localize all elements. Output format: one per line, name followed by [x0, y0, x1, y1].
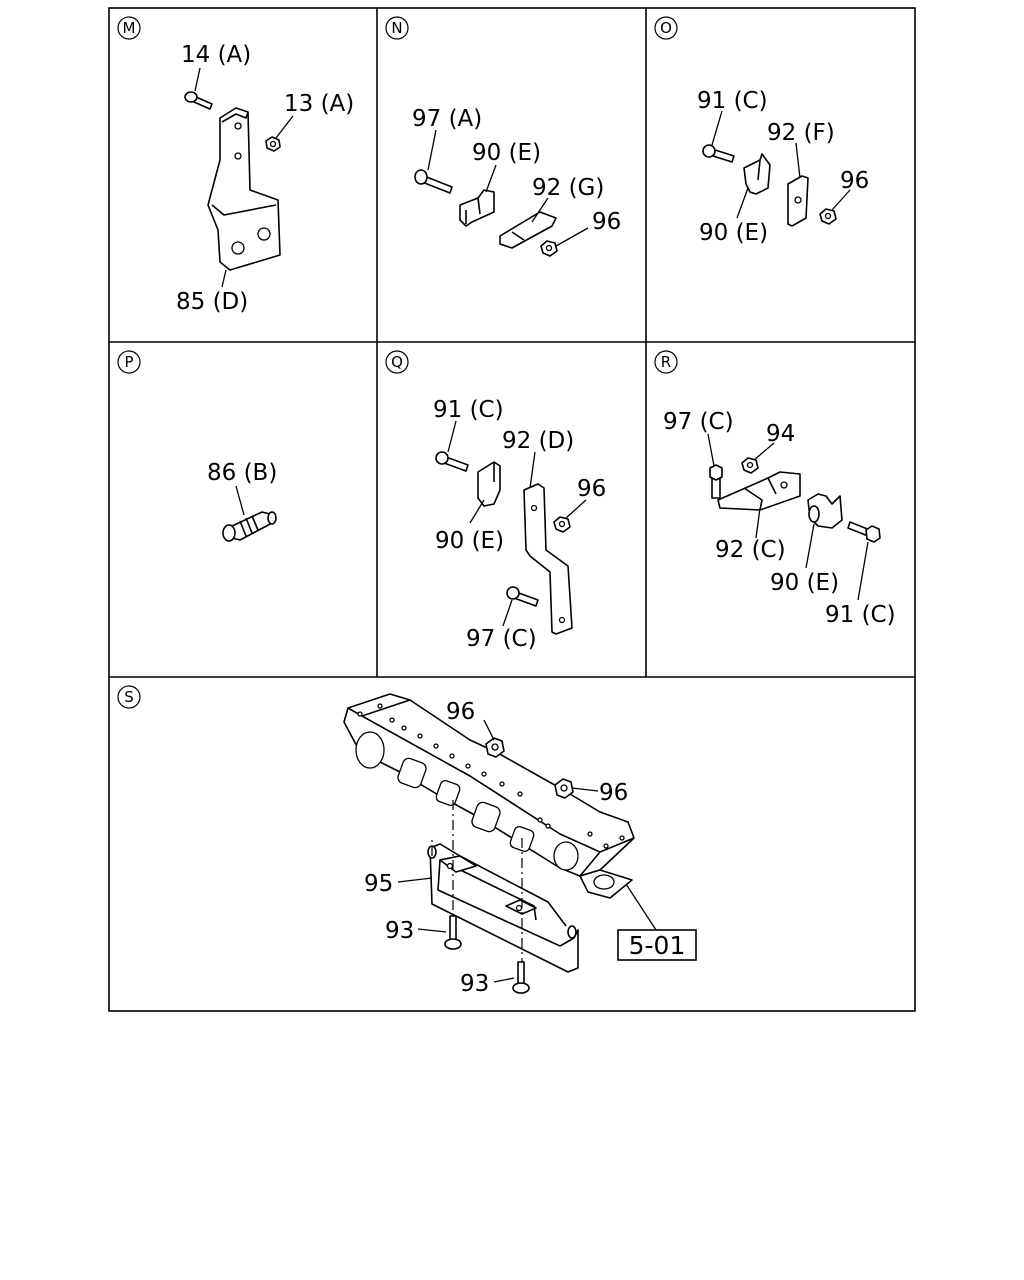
bolt-icon [435, 451, 469, 472]
nut-icon [485, 737, 505, 758]
cross-member-icon [343, 693, 635, 899]
svg-text:96: 96 [592, 209, 621, 235]
svg-text:92 (F): 92 (F) [767, 120, 835, 146]
plate-icon [499, 211, 557, 249]
svg-text:86 (B): 86 (B) [207, 460, 277, 486]
svg-text:92 (G): 92 (G) [532, 175, 604, 201]
svg-text:96: 96 [446, 699, 475, 725]
bolt-icon [444, 915, 462, 950]
svg-text:R: R [661, 353, 671, 371]
bolt-icon [512, 961, 530, 994]
panel-q: 91 (C) 92 (D) 96 90 (E) 97 (C) [433, 397, 606, 652]
nut-icon [265, 136, 281, 152]
svg-text:97 (C): 97 (C) [663, 409, 734, 435]
clip-icon [459, 189, 495, 227]
svg-text:96: 96 [840, 168, 869, 194]
nut-icon [553, 516, 571, 533]
bolt-icon [702, 144, 735, 163]
nut-icon [819, 208, 837, 225]
plate-icon [787, 175, 809, 227]
svg-text:90 (E): 90 (E) [435, 528, 504, 554]
panel-id-q: Q [385, 350, 409, 374]
svg-text:S: S [124, 688, 134, 706]
bracket-92d-icon [523, 483, 573, 635]
svg-text:N: N [391, 19, 402, 37]
nut-icon [554, 778, 574, 799]
svg-text:13 (A): 13 (A) [284, 91, 354, 117]
bolt-icon [506, 586, 539, 607]
svg-text:5-01: 5-01 [629, 931, 686, 960]
svg-text:91 (C): 91 (C) [697, 88, 768, 114]
panel-m: 14 (A) 13 (A) 85 (D) [176, 42, 354, 315]
fitting-86b-icon [222, 511, 277, 542]
clip-icon [477, 461, 501, 507]
svg-text:96: 96 [599, 780, 628, 806]
panel-s: 5-01 96 96 95 93 93 [343, 693, 697, 997]
panel-o: 91 (C) 92 (F) 96 90 (E) [697, 88, 869, 246]
svg-text:93: 93 [385, 918, 414, 944]
svg-text:M: M [123, 19, 136, 37]
bolt-icon [414, 169, 453, 194]
svg-text:94: 94 [766, 421, 795, 447]
svg-text:O: O [660, 19, 672, 37]
svg-text:90 (E): 90 (E) [472, 140, 541, 166]
svg-text:Q: Q [391, 353, 403, 371]
bolt-icon [709, 464, 723, 499]
panel-p: 86 (B) [207, 460, 277, 542]
svg-text:93: 93 [460, 971, 489, 997]
panel-grid [108, 7, 916, 1012]
svg-text:97 (A): 97 (A) [412, 106, 482, 132]
svg-text:91 (C): 91 (C) [433, 397, 504, 423]
bolt-icon [184, 91, 213, 110]
svg-text:92 (C): 92 (C) [715, 537, 786, 563]
svg-text:P: P [124, 353, 133, 371]
bracket-92c-icon [717, 471, 801, 511]
panel-id-n: N [385, 16, 409, 40]
svg-text:96: 96 [577, 476, 606, 502]
reference-box[interactable]: 5-01 [617, 929, 697, 961]
panel-id-r: R [654, 350, 678, 374]
svg-text:92 (D): 92 (D) [502, 428, 574, 454]
bracket-85d-icon [207, 107, 281, 271]
panel-r: 97 (C) 94 92 (C) 90 (E) 91 (C) [663, 409, 896, 628]
panel-id-s: S [117, 685, 141, 709]
clip-icon [743, 153, 771, 195]
panel-id-o: O [654, 16, 678, 40]
svg-text:85 (D): 85 (D) [176, 289, 248, 315]
svg-text:91 (C): 91 (C) [825, 602, 896, 628]
bracket-95-icon [427, 843, 579, 973]
panel-id-p: P [117, 350, 141, 374]
svg-text:95: 95 [364, 871, 393, 897]
svg-text:97 (C): 97 (C) [466, 626, 537, 652]
clip-icon [807, 493, 843, 529]
svg-text:90 (E): 90 (E) [770, 570, 839, 596]
svg-text:90 (E): 90 (E) [699, 220, 768, 246]
nut-icon [540, 240, 558, 257]
panel-n: 97 (A) 90 (E) 92 (G) 96 [412, 106, 621, 257]
nut-icon [741, 457, 759, 474]
bolt-icon [847, 521, 881, 543]
svg-text:14 (A): 14 (A) [181, 42, 251, 68]
panel-id-m: M [117, 16, 141, 40]
